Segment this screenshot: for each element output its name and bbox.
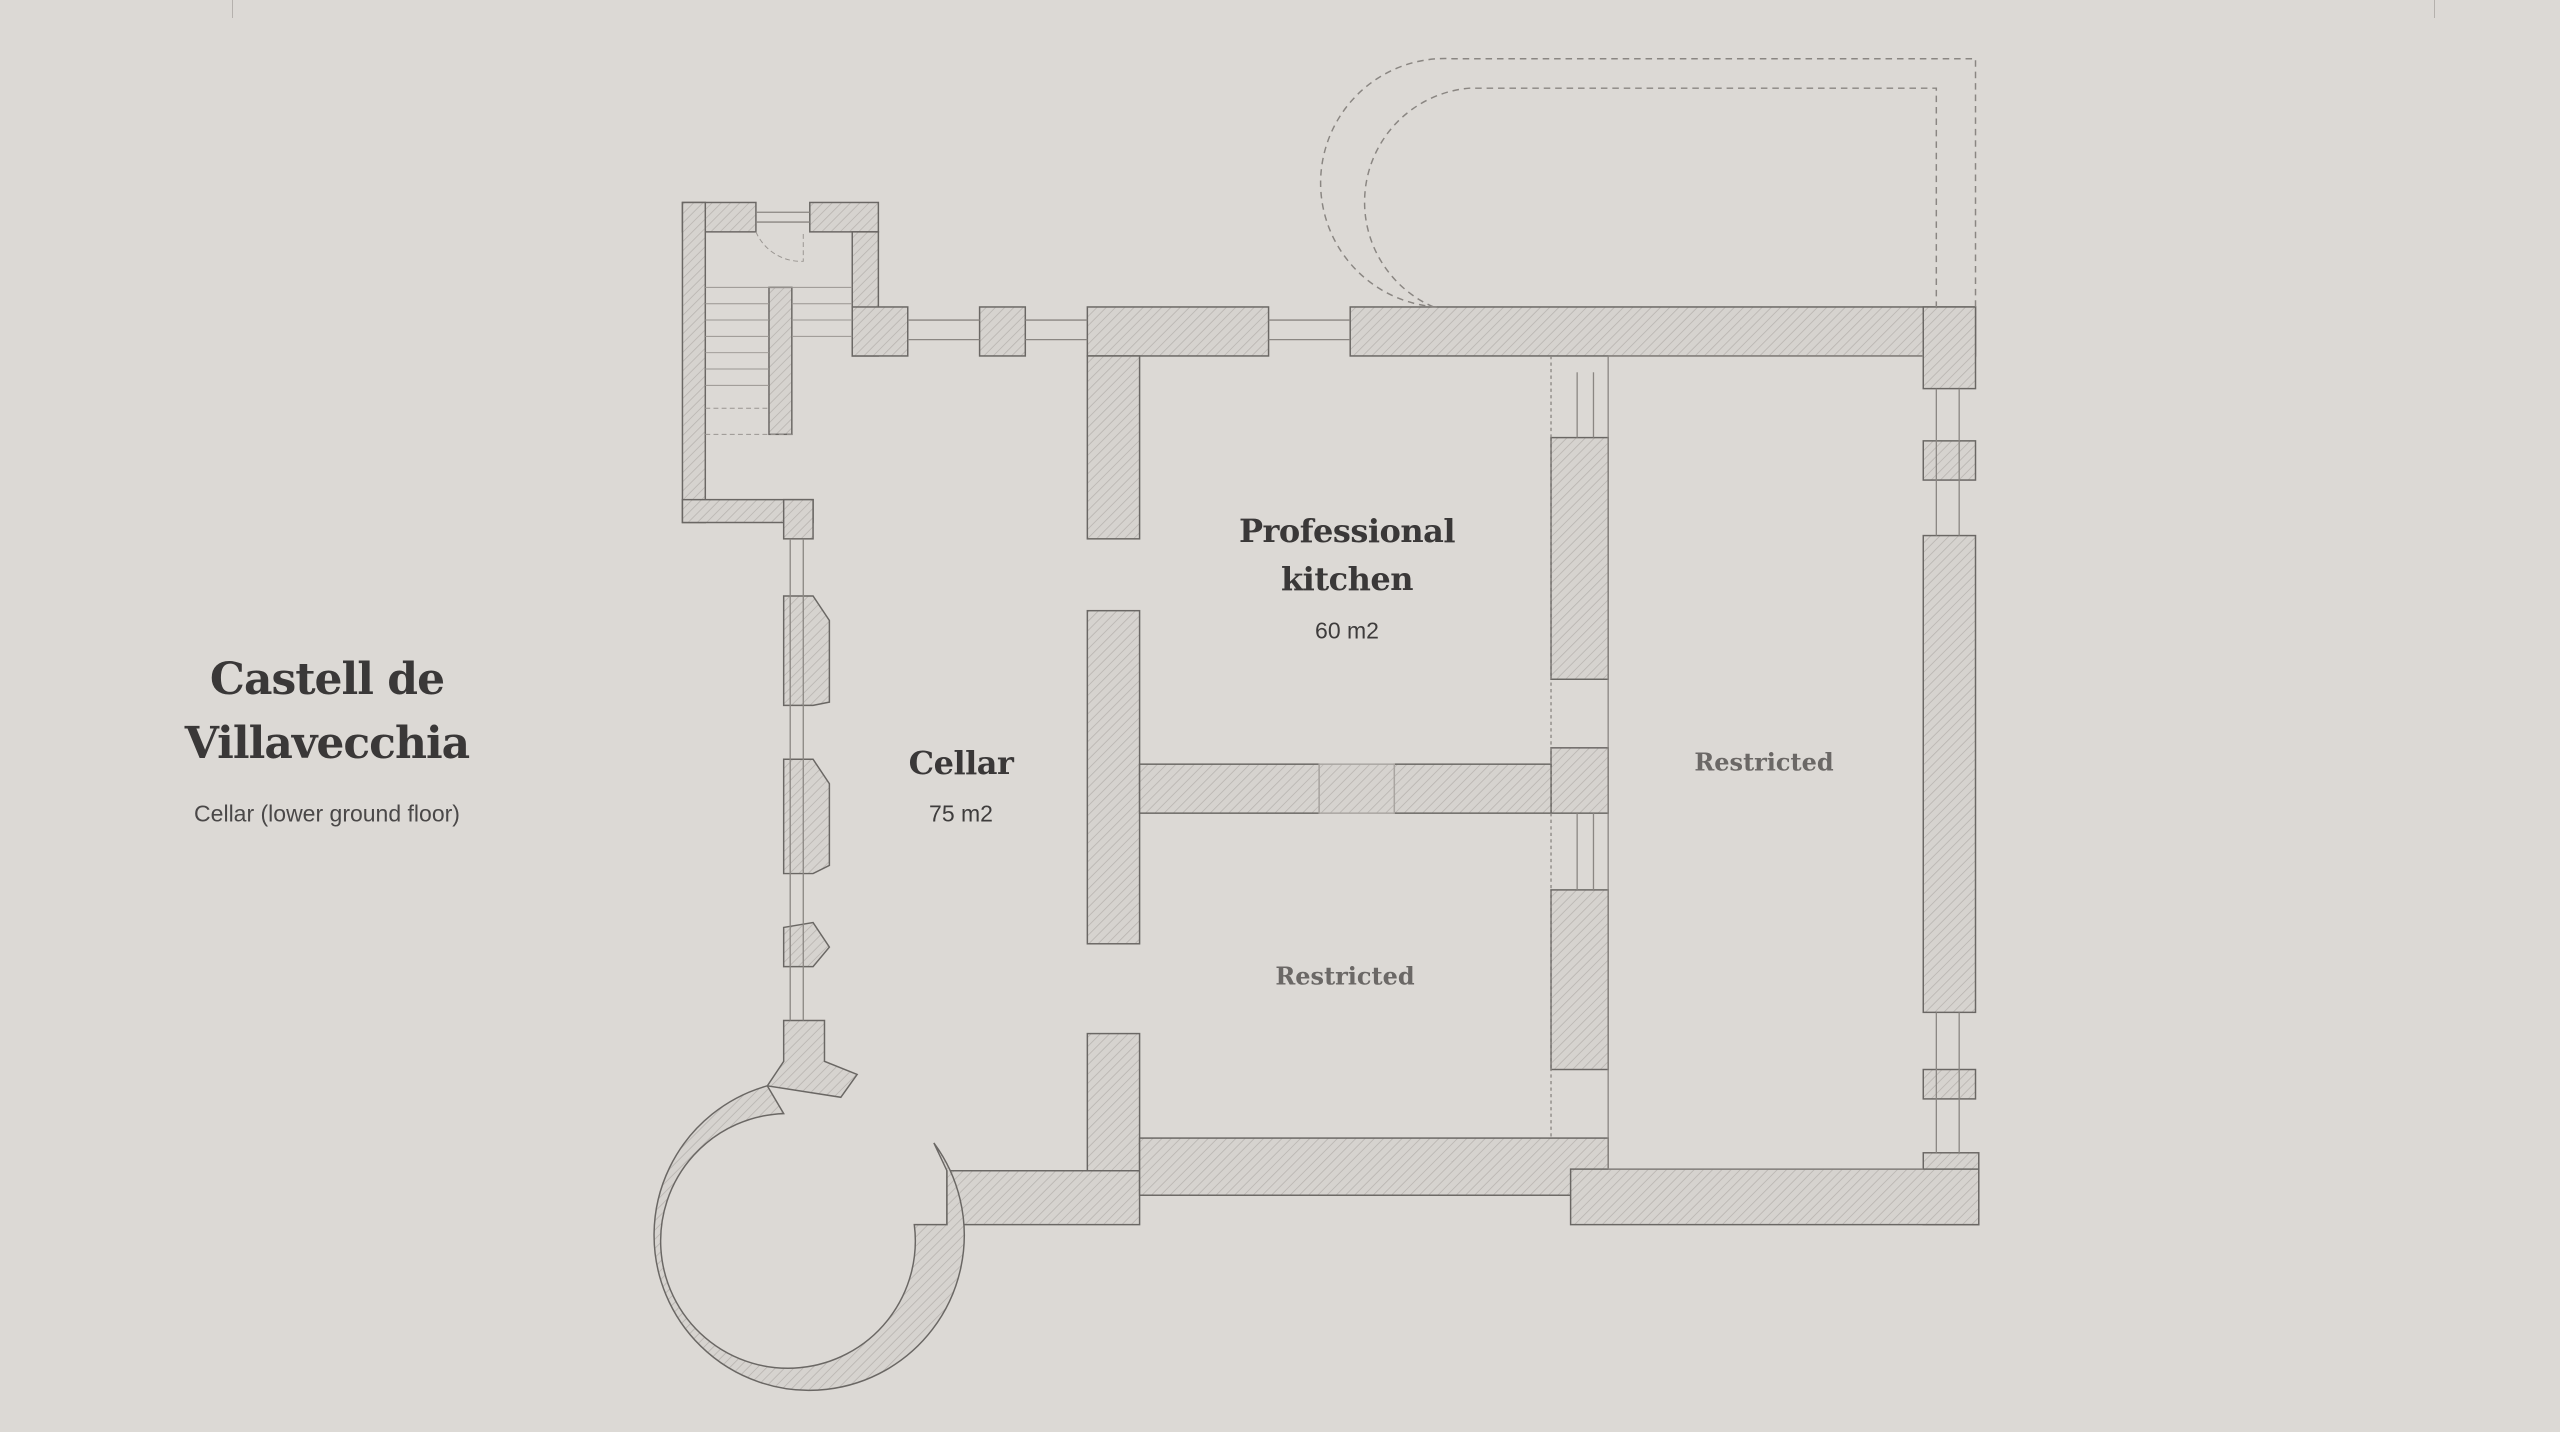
room-cellar-area: 75 m2 [929,800,993,827]
stair-core [768,286,793,436]
wall [782,921,831,968]
room-kitchen-area: 60 m2 [1315,617,1379,644]
title-line-1: Castell de [209,654,445,705]
room-cellar-name: Cellar [908,744,1014,782]
wall [946,1170,1141,1226]
wall [782,498,814,540]
wall [1138,1137,1609,1196]
frame-tick-right [2434,0,2435,18]
room-restricted-right: Restricted [1694,747,1834,777]
title-line-2: Villavecchia [184,718,470,769]
round-tower-wall [653,1084,965,1392]
wall [1922,306,1977,390]
wall [1922,534,1977,1014]
wall [809,201,880,233]
room-kitchen-name: Professional kitchen [1238,507,1456,603]
wall [1922,1068,1977,1100]
doorway [1318,763,1396,814]
wall [1550,747,1609,814]
wall [1922,440,1977,481]
wall [1349,306,1977,357]
wall [766,1019,859,1099]
room-kitchen-name-line1: Professional [1238,512,1456,550]
floor-subtitle: Cellar (lower ground floor) [194,800,460,827]
wall [1569,1168,1980,1226]
wall [681,201,707,524]
wall [1138,763,1320,814]
wall [1393,763,1552,814]
room-restricted-lower: Restricted [1275,961,1415,991]
terrace-outline [1319,57,1977,308]
staircase [705,231,853,435]
wall [1086,306,1270,357]
wall [782,758,831,875]
wall [782,595,831,707]
wall [1550,436,1609,680]
wall [978,306,1027,357]
room-kitchen-name-line2: kitchen [1281,560,1413,598]
frame-tick-left [232,0,233,18]
wall [851,306,909,357]
wall [1550,889,1609,1071]
wall [1086,355,1141,540]
wall [1086,1032,1141,1172]
wall [1086,609,1141,945]
page-title: Castell de Villavecchia [184,648,470,776]
